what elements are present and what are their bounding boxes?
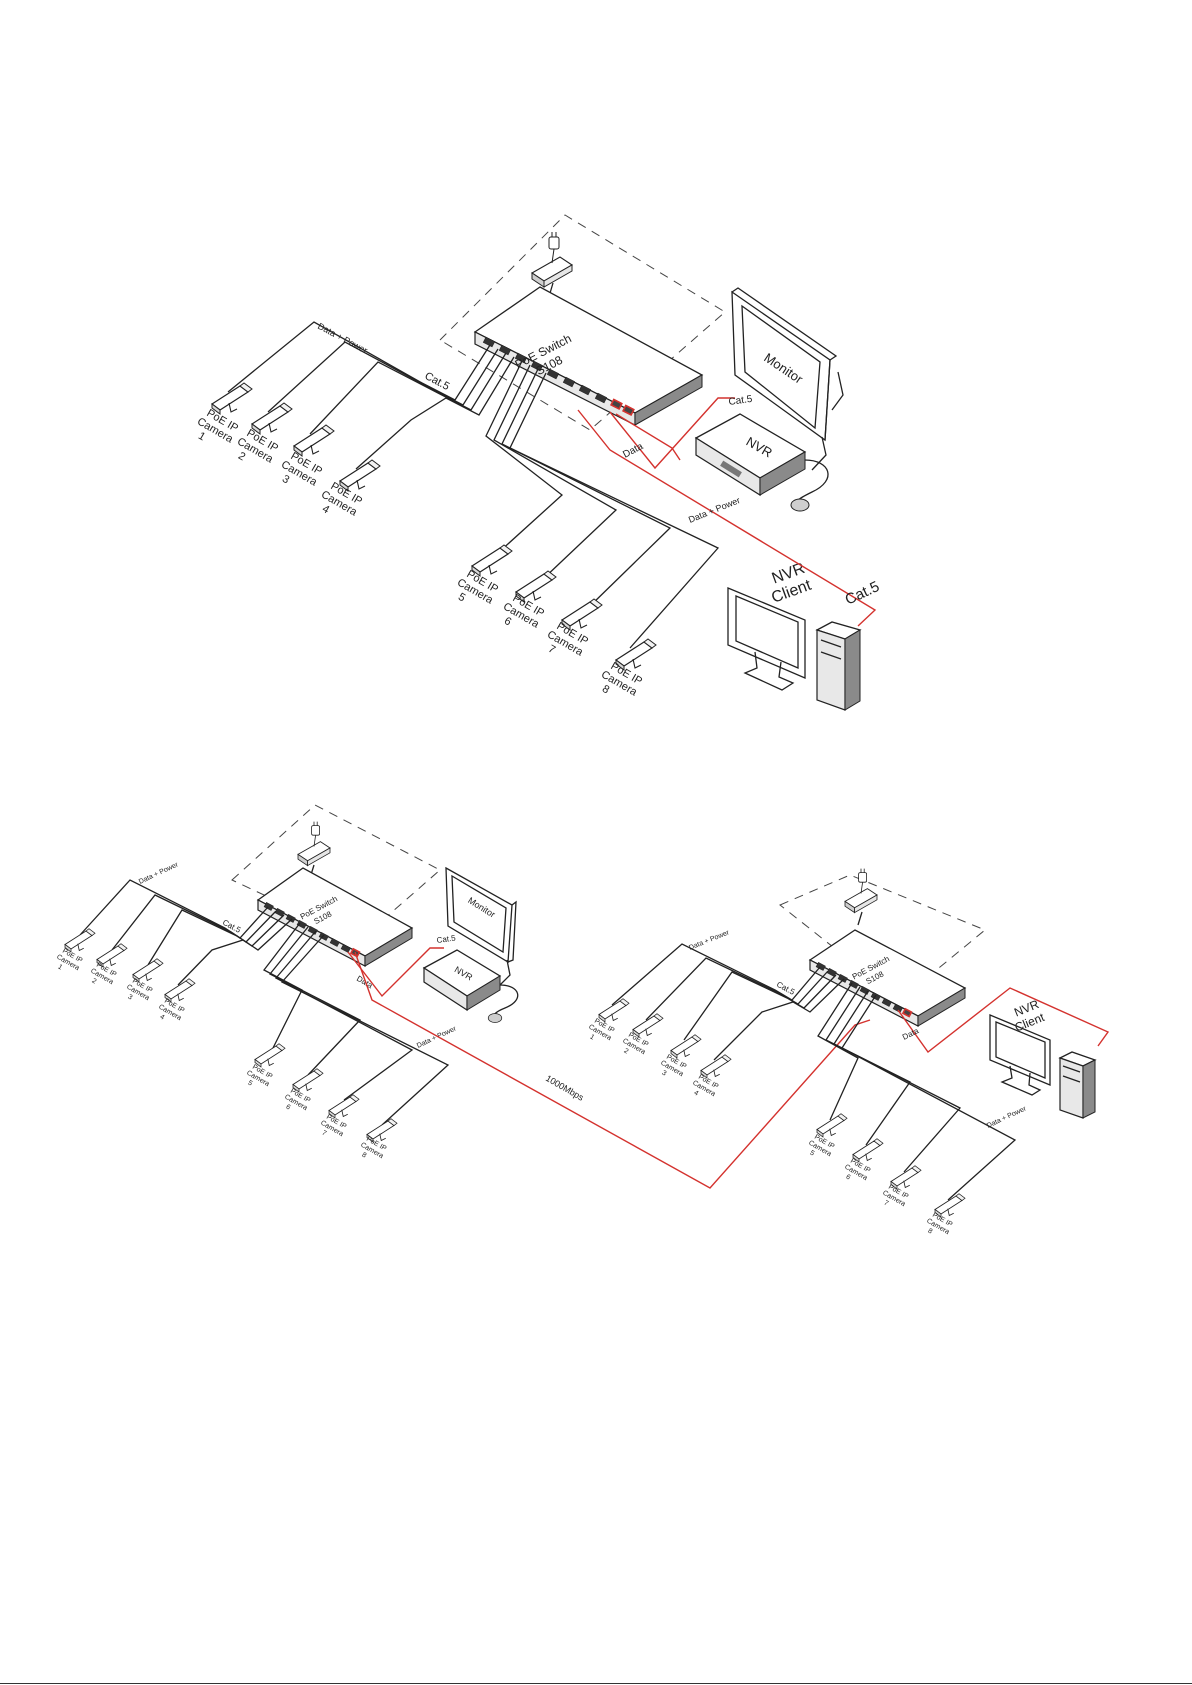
svg-text:2: 2 (622, 1048, 629, 1056)
cable-cat5-label: Cat.5 (843, 578, 883, 609)
cable-data-label: Data (355, 974, 375, 991)
top-diagram: PoE Switch S108 Monitor NVR (195, 214, 883, 711)
svg-text:4: 4 (692, 1090, 699, 1098)
nvr: NVR (422, 949, 519, 1023)
poe-switch: PoE Switch S108 (808, 929, 967, 1027)
svg-text:7: 7 (546, 643, 557, 656)
camera-icon (211, 382, 253, 415)
power-adapter-icon (531, 231, 573, 288)
camera-cables (227, 321, 720, 649)
bottom-right-diagram: PoE Switch S108 NVR Client Data Data (587, 868, 1110, 1236)
nvr: NVR (694, 413, 829, 512)
cable-data-power-label: Data + Power (687, 495, 742, 525)
camera-cables (79, 879, 450, 1126)
svg-text:5: 5 (246, 1080, 253, 1088)
bottom-left-diagram: PoE Switch S108 Monitor NVR Data Cat.5 (55, 804, 519, 1160)
camera-icon (816, 1113, 848, 1138)
poe-switch: PoE Switch S108 (473, 286, 704, 426)
cable-data-power-label: Data + Power (138, 861, 180, 886)
mouse-icon (790, 498, 810, 512)
monitor: Monitor (445, 866, 517, 986)
camera-icon (64, 928, 96, 953)
nvr-client: NVR Client (727, 560, 862, 711)
svg-text:6: 6 (502, 615, 513, 628)
power-adapter-icon (297, 821, 331, 867)
uplink-1000mbps (354, 951, 871, 1189)
cable-data-power-label: Data + Power (986, 1105, 1028, 1130)
cable-data-label: Data (621, 441, 645, 461)
svg-text:3: 3 (280, 473, 291, 486)
camera-cables (611, 943, 1017, 1201)
power-boundary (439, 214, 726, 431)
switch-ports (482, 336, 635, 417)
svg-text:6: 6 (844, 1174, 851, 1182)
cable-data-power-label: Data + Power (416, 1025, 458, 1050)
cable-data-power-label: Data + Power (688, 929, 731, 952)
svg-text:8: 8 (926, 1228, 933, 1236)
camera-icon (598, 998, 630, 1023)
svg-text:1: 1 (56, 964, 63, 972)
svg-text:4: 4 (320, 503, 331, 516)
nvr-client: NVR Client (989, 997, 1097, 1119)
mouse-icon (487, 1013, 503, 1023)
svg-text:4: 4 (158, 1014, 165, 1022)
svg-text:7: 7 (320, 1130, 327, 1138)
power-adapter-icon (844, 868, 878, 914)
data-link-nvr (609, 397, 735, 470)
camera-icon (292, 1068, 324, 1093)
camera-icon (254, 1043, 286, 1068)
power-boundary (779, 874, 986, 1001)
svg-text:6: 6 (284, 1104, 291, 1112)
svg-text:1: 1 (196, 430, 207, 443)
camera-icon (471, 544, 513, 577)
svg-text:2: 2 (236, 450, 247, 463)
data-link-client (897, 987, 1110, 1054)
svg-text:3: 3 (660, 1070, 667, 1078)
svg-text:8: 8 (360, 1152, 367, 1160)
monitor: Monitor (731, 287, 844, 471)
svg-text:5: 5 (808, 1150, 815, 1158)
svg-text:2: 2 (90, 978, 97, 986)
data-link-nvr (347, 947, 444, 998)
cable-cat5-label: Cat.5 (436, 933, 457, 945)
svg-text:7: 7 (882, 1200, 889, 1208)
svg-text:5: 5 (456, 591, 467, 604)
svg-text:8: 8 (600, 683, 611, 696)
poe-switch: PoE Switch S108 (256, 867, 414, 967)
cable-data-power-label: Data + Power (316, 321, 369, 356)
page-bottom-rule (0, 1683, 1192, 1684)
cable-cat5-label: Cat.5 (728, 394, 754, 408)
cable-cat5-label: Cat.5 (423, 370, 452, 393)
cable-data-label: Data (901, 1026, 921, 1042)
data-link-client (577, 409, 877, 627)
svg-text:3: 3 (126, 994, 133, 1002)
camera-icon (328, 1094, 360, 1119)
svg-text:1: 1 (588, 1034, 595, 1042)
